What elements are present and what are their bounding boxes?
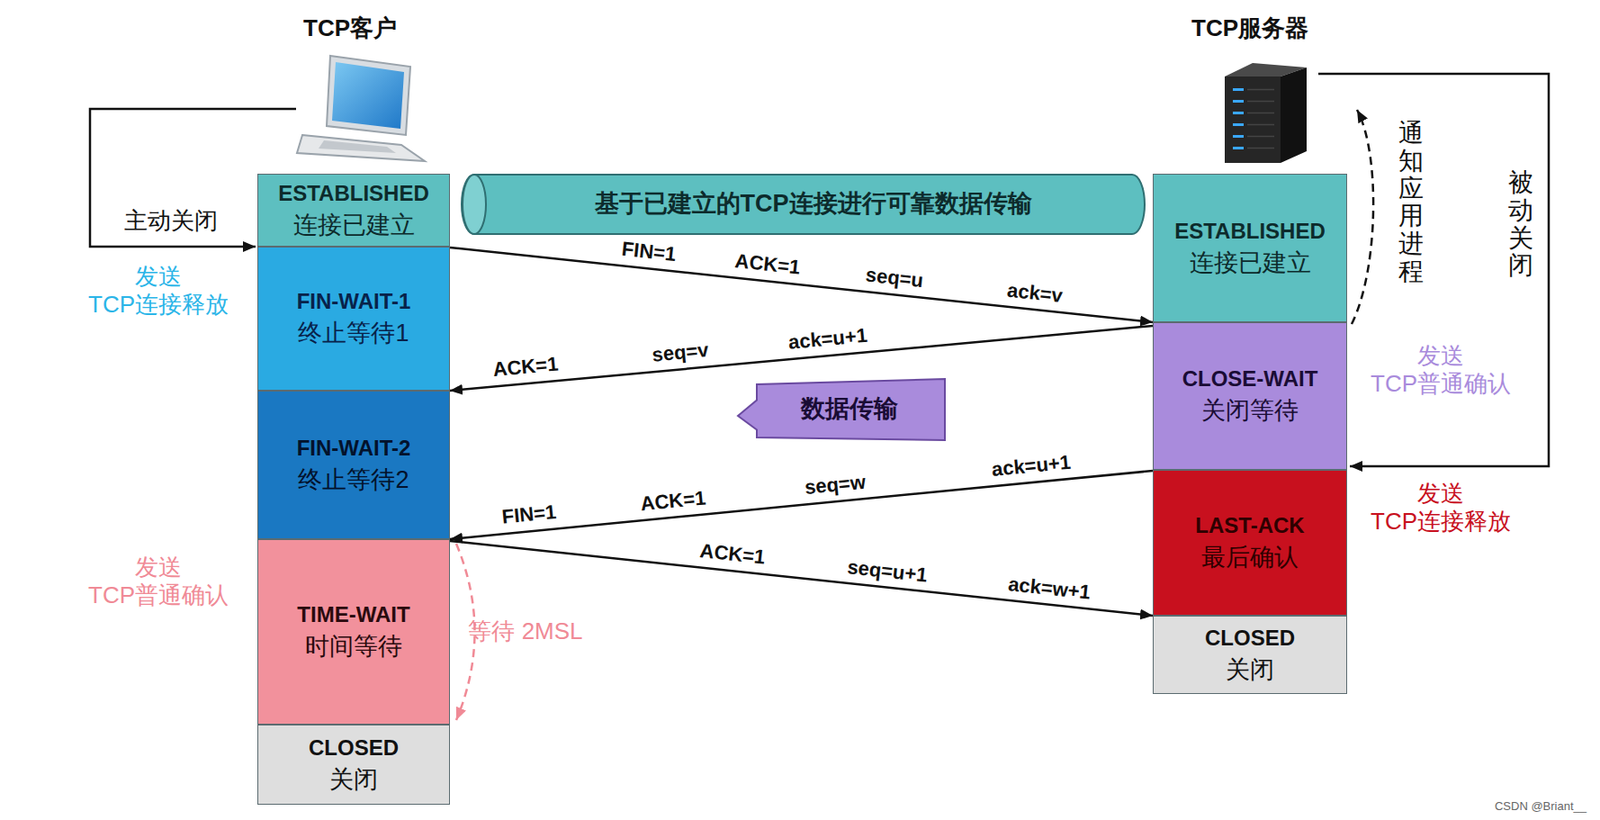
laptop-keyboard (318, 140, 396, 153)
packet-field: ACK=1 (699, 539, 767, 570)
packet-field: seq=w (803, 470, 867, 501)
packet-field: seq=v (650, 338, 710, 368)
message-arrow (449, 470, 1153, 540)
packet-field: ack=u+1 (787, 323, 869, 355)
server-lights (1232, 88, 1275, 150)
server-slot (1247, 112, 1275, 115)
packet-field: seq=u (864, 263, 926, 294)
server-slot (1247, 89, 1275, 91)
server-light (1232, 146, 1244, 150)
packet-field: seq=u+1 (845, 555, 929, 588)
state-name-zh: 关闭 (329, 764, 378, 796)
band-text: 基于已建立的TCP连接进行可靠数据传输 (575, 188, 1033, 220)
packet-field: ack=v (1006, 278, 1064, 309)
wait-note: 等待 2MSL (431, 617, 621, 646)
state-name: TIME-WAIT (296, 601, 410, 629)
state-name-zh: 关闭 (1225, 655, 1275, 686)
state-name: CLOSED (308, 734, 399, 762)
state-box: LAST-ACK最后确认 (1152, 469, 1348, 616)
state-name-zh: 关闭等待 (1201, 395, 1299, 427)
notify-label: 通知应用进程 (1398, 119, 1424, 287)
state-box: ESTABLISHED 连接已建立 (257, 173, 450, 247)
laptop-screen (332, 62, 405, 129)
watermark: CSDN @Briant__ (1494, 799, 1587, 814)
packet-field: ACK=1 (639, 485, 708, 516)
server-slot (1247, 124, 1275, 126)
server-slot (1247, 100, 1275, 103)
state-name-zh: 时间等待 (305, 631, 403, 663)
server-slot (1247, 135, 1275, 138)
message-arrow (449, 540, 1153, 616)
data-arrow: 数据传输 (737, 377, 946, 441)
send-note: 发送 TCP连接释放 (1346, 479, 1536, 536)
state-name-zh: 终止等待2 (297, 465, 409, 496)
server-light (1232, 88, 1244, 91)
send-note: 发送 TCP连接释放 (63, 262, 253, 319)
state-name-zh: 最后确认 (1201, 542, 1299, 574)
state-box: CLOSED 关闭 (1152, 615, 1348, 694)
state-box: FIN-WAIT-1 终止等待1 (257, 246, 450, 391)
state-box: ESTABLISHED 连接已建立 (1152, 173, 1348, 323)
state-name: FIN-WAIT-2 (296, 434, 412, 462)
packet-field: FIN=1 (501, 500, 558, 530)
state-box: TIME-WAIT时间等待 (257, 539, 450, 725)
packet-field: ACK=1 (734, 249, 802, 280)
state-name: CLOSE-WAIT (1182, 365, 1319, 393)
packet-field: ack=w+1 (1006, 572, 1092, 605)
cylinder-body (461, 174, 1145, 234)
packet-field: ack=u+1 (990, 450, 1072, 483)
server-light (1232, 111, 1244, 115)
state-name-zh: 终止等待1 (297, 318, 409, 350)
passive-close-label: 被动关闭 (1508, 169, 1534, 280)
send-note: 发送 TCP普通确认 (63, 553, 253, 610)
state-box: FIN-WAIT-2 终止等待2 (257, 390, 450, 540)
state-name-zh: 连接已建立 (1189, 248, 1312, 279)
server-side (1280, 67, 1307, 163)
laptop-lid (326, 55, 411, 135)
active-close-label: 主动关闭 (124, 206, 218, 235)
state-name: CLOSED (1204, 624, 1295, 652)
notify-dashed-arrow (1351, 109, 1374, 324)
state-box: CLOSE-WAIT关闭等待 (1152, 322, 1348, 470)
state-name: FIN-WAIT-1 (296, 287, 412, 315)
packet-field: FIN=1 (620, 237, 677, 268)
arrow-body (737, 378, 945, 441)
laptop-base (296, 134, 425, 162)
state-name: ESTABLISHED (278, 179, 430, 207)
server-light (1232, 123, 1244, 126)
server-slot (1247, 147, 1275, 150)
server-icon (1224, 62, 1307, 163)
message-arrow (449, 247, 1153, 323)
band-text: 数据传输 (784, 394, 899, 425)
send-note: 发送 TCP普通确认 (1346, 341, 1536, 398)
laptop-icon (296, 55, 425, 162)
passive-close-line (1318, 73, 1549, 467)
server-title: TCP服务器 (1191, 14, 1309, 43)
data-band: 基于已建立的TCP连接进行可靠数据传输 (461, 173, 1145, 235)
cylinder-end (462, 174, 486, 234)
server-light (1232, 134, 1244, 138)
packet-field: ACK=1 (492, 352, 560, 383)
state-name: ESTABLISHED (1174, 217, 1326, 245)
state-box: CLOSED关闭 (257, 724, 450, 805)
state-name-zh: 连接已建立 (293, 210, 415, 242)
server-light (1232, 99, 1244, 103)
client-title: TCP客户 (303, 14, 397, 43)
server-front (1224, 76, 1281, 163)
state-name: LAST-ACK (1195, 512, 1304, 540)
